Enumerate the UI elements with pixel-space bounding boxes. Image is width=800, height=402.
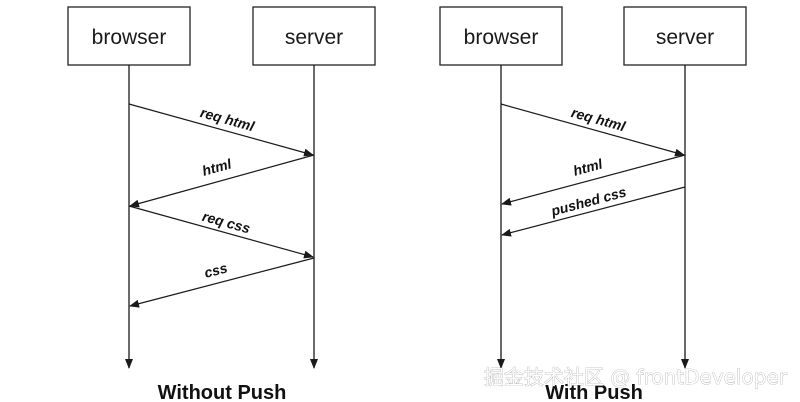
left-msg-css-arrow [129,257,315,308]
left-browser-box: browser [67,6,191,66]
right-server-box: server [623,6,747,66]
watermark: 掘金技术社区 @ frontDeveloper [484,365,788,389]
left-browser-label: browser [92,26,167,49]
right-msg-pushed-css-arrow [501,186,686,237]
right-browser-box: browser [439,6,563,66]
left-msg-html-arrow [129,154,315,208]
left-server-label: server [285,26,343,49]
right-server-label: server [656,26,714,49]
left-msg-css-label: css [202,259,229,280]
left-msg-html-label: html [200,155,234,179]
left-msg-req-html-label: req html [199,104,258,134]
left-diagram: browser server req html html req css css… [67,6,376,402]
left-msg-req-html-arrow [128,103,314,157]
left-server-box: server [252,6,376,66]
left-msg-req-css-arrow [128,205,314,259]
right-diagram: browser server req html html pushed css … [439,6,747,402]
right-diagram-caption: With Push [545,382,643,402]
right-msg-html-label: html [571,155,605,178]
right-msg-req-html-arrow [500,103,685,157]
left-diagram-caption: Without Push [158,382,287,402]
left-msg-req-css-label: req css [201,208,253,237]
right-msg-req-html-label: req html [570,104,629,134]
right-msg-html-arrow [501,154,686,206]
right-browser-label: browser [464,26,539,49]
